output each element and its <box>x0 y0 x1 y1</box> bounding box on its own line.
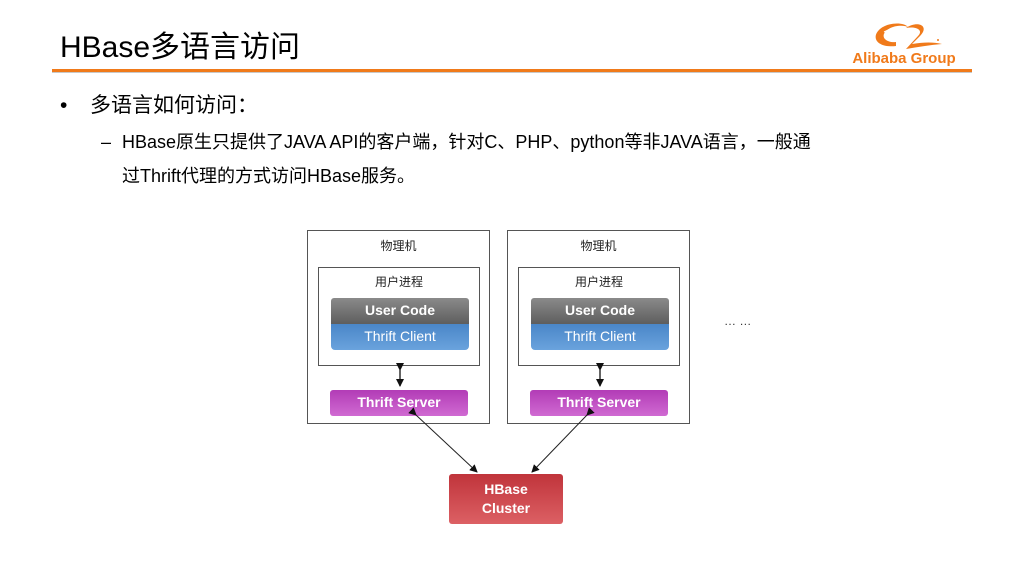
thrift-client-block: Thrift Client <box>331 324 469 350</box>
sub-bullet-text-line1: HBase原生只提供了JAVA API的客户端，针对C、PHP、python等非… <box>122 132 811 152</box>
bullet-item: • 多语言如何访问： <box>60 92 258 120</box>
logo-text: Alibaba Group <box>852 50 956 67</box>
bullet-text: 多语言如何访问： <box>90 94 258 117</box>
sub-bullet-text-line2: 过Thrift代理的方式访问HBase服务。 <box>122 166 416 186</box>
title-divider <box>52 69 972 72</box>
user-process: 用户进程 User Code Thrift Client <box>518 267 680 366</box>
cluster-label-line1: HBase <box>484 481 528 497</box>
thrift-client-block: Thrift Client <box>531 324 669 350</box>
more-machines-ellipsis: … … <box>724 314 752 328</box>
physical-machine-1: 物理机 用户进程 User Code Thrift Client Thrift … <box>307 230 490 424</box>
user-process: 用户进程 User Code Thrift Client <box>318 267 480 366</box>
server-cluster-arrow-1 <box>408 407 478 473</box>
slide-title: HBase多语言访问 <box>60 31 301 64</box>
alibaba-logo-icon <box>875 23 942 49</box>
process-label: 用户进程 <box>574 275 623 289</box>
user-code-block: User Code <box>331 298 469 324</box>
cluster-label-line2: Cluster <box>481 500 531 516</box>
server-cluster-arrow-2 <box>531 407 595 473</box>
user-code-block: User Code <box>531 298 669 324</box>
process-label: 用户进程 <box>374 275 423 289</box>
sub-bullet-item: –HBase原生只提供了JAVA API的客户端，针对C、PHP、python等… <box>101 128 981 156</box>
hbase-cluster-block: HBase Cluster <box>449 474 563 524</box>
physical-machine-2: 物理机 用户进程 User Code Thrift Client Thrift … <box>507 230 690 424</box>
machine-label: 物理机 <box>580 239 617 253</box>
alibaba-logo: Alibaba Group <box>834 18 974 70</box>
bullet-marker: • <box>60 94 68 117</box>
sub-bullet-marker: – <box>101 132 112 152</box>
machine-label: 物理机 <box>380 239 417 253</box>
